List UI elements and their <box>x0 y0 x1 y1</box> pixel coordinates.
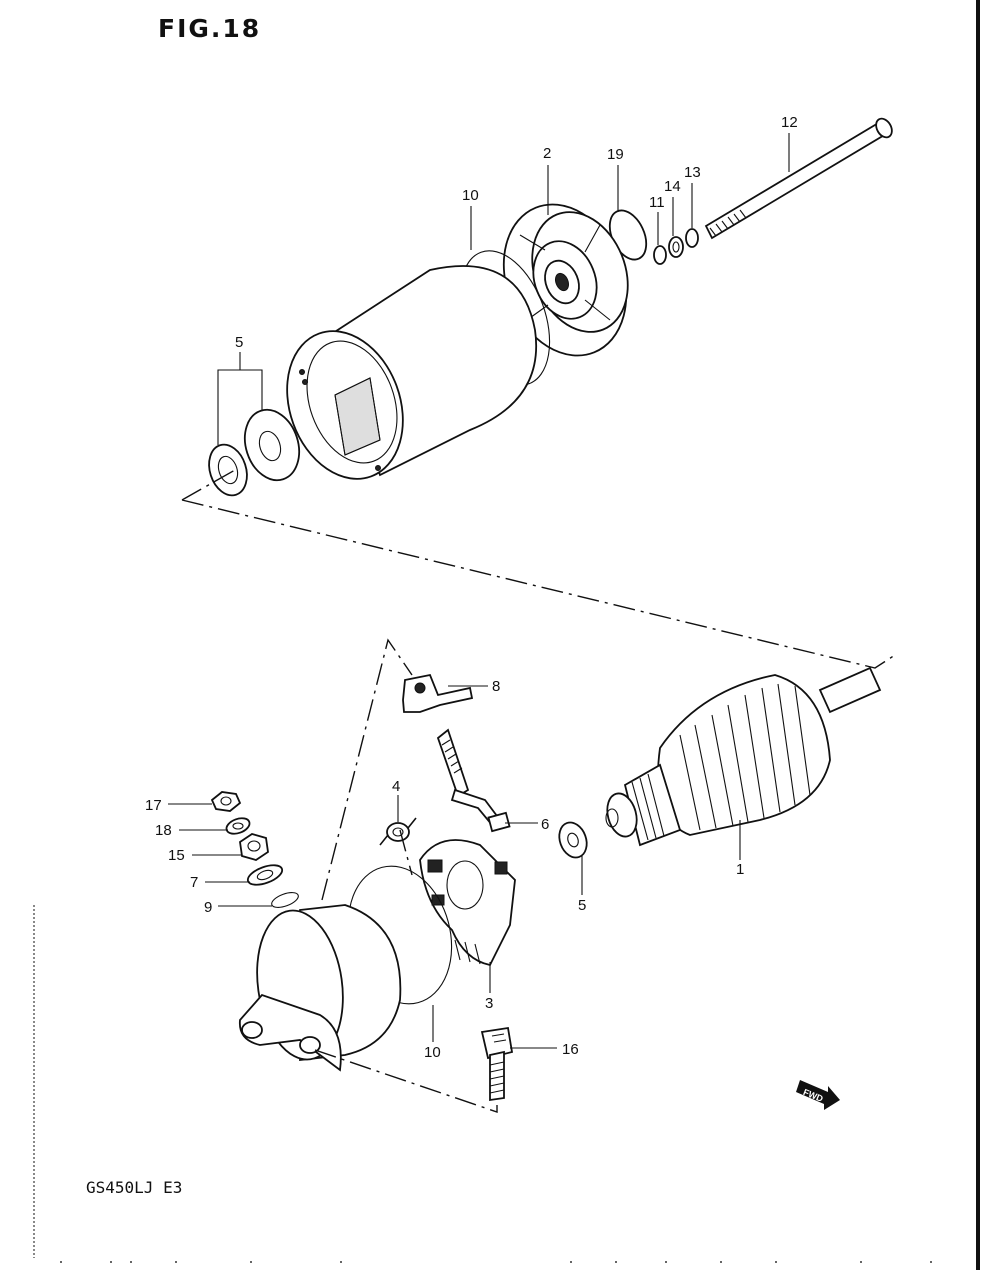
part-yoke-housing <box>286 265 537 480</box>
part-washer-5-outer-hole <box>217 455 239 485</box>
callout-13: 13 <box>684 164 701 181</box>
model-code: GS450LJ E3 <box>86 1178 183 1197</box>
callout-16: 16 <box>562 1041 579 1058</box>
callout-8: 8 <box>492 678 500 695</box>
part-washer-5-inner <box>243 408 301 482</box>
part-armature <box>605 666 882 847</box>
fwd-direction-badge: FWD <box>796 1080 840 1110</box>
callout-14: 14 <box>664 178 681 195</box>
part-nut-17 <box>210 791 242 812</box>
part-terminal-bolt <box>436 728 511 833</box>
callout-9: 9 <box>204 899 212 916</box>
part-washer-5-outer <box>208 443 248 497</box>
callout-11: 11 <box>649 194 665 211</box>
part-end-housing <box>238 904 402 1072</box>
part-insulator-7-hole <box>256 869 274 881</box>
callout-7: 7 <box>190 874 198 891</box>
part-washer-5-lower-hole <box>567 832 579 848</box>
callout-15: 15 <box>168 847 185 864</box>
assembly-line-lower <box>314 638 498 1113</box>
part-bracket-8 <box>402 673 474 713</box>
callout-19: 19 <box>607 146 624 163</box>
callout-17: 17 <box>145 797 162 814</box>
part-washer-14 <box>668 236 684 258</box>
leader-lines <box>168 133 790 1049</box>
part-brush-holder <box>419 839 516 967</box>
callout-4: 4 <box>392 778 400 795</box>
callout-5-upper: 5 <box>235 334 243 351</box>
part-washer-18 <box>225 817 251 835</box>
callout-3: 3 <box>485 995 493 1012</box>
part-washer-5-inner-hole <box>258 430 282 462</box>
part-brush-spring <box>379 817 417 846</box>
part-washer-11 <box>653 245 667 265</box>
part-washer-13 <box>685 228 699 248</box>
callout-6: 6 <box>541 816 549 833</box>
callout-2: 2 <box>543 145 551 162</box>
callout-18: 18 <box>155 822 172 839</box>
callout-1: 1 <box>736 861 744 878</box>
callout-10-upper: 10 <box>462 187 479 204</box>
part-end-cover <box>502 203 629 357</box>
part-washer-14-hole <box>672 241 680 253</box>
callout-12: 12 <box>781 114 798 131</box>
part-insulator-7 <box>246 864 284 886</box>
callout-10-lower: 10 <box>424 1044 441 1061</box>
part-washer-18-hole <box>232 822 244 830</box>
assembly-line-upper <box>181 469 896 669</box>
part-washer-5-lower <box>558 821 588 859</box>
figure-title: FIG.18 <box>158 14 262 43</box>
part-through-bolt <box>704 117 893 240</box>
callout-5-lower: 5 <box>578 897 586 914</box>
part-nut-15 <box>239 833 269 861</box>
part-bolt-16 <box>480 1026 514 1102</box>
part-o-ring-9 <box>271 892 299 908</box>
